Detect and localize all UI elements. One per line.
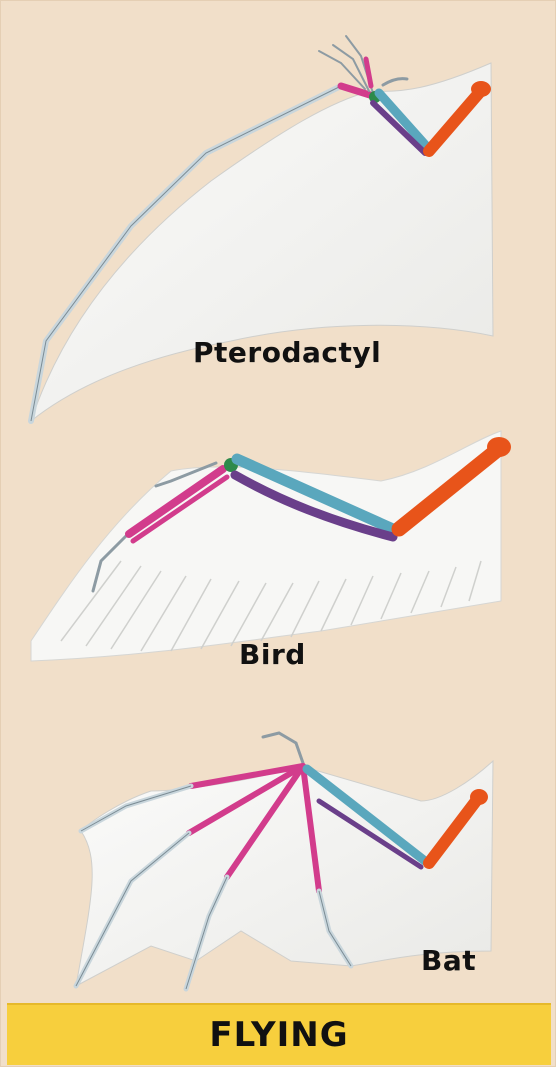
bird-wing — [31, 431, 511, 661]
label-bird: Bird — [239, 638, 306, 671]
label-bat: Bat — [421, 944, 476, 977]
banner-title: FLYING — [209, 1015, 348, 1055]
label-pterodactyl: Pterodactyl — [193, 336, 381, 369]
flying-banner: FLYING — [7, 1003, 551, 1065]
bird-feathers — [31, 431, 501, 661]
bat-thumb — [263, 733, 303, 763]
